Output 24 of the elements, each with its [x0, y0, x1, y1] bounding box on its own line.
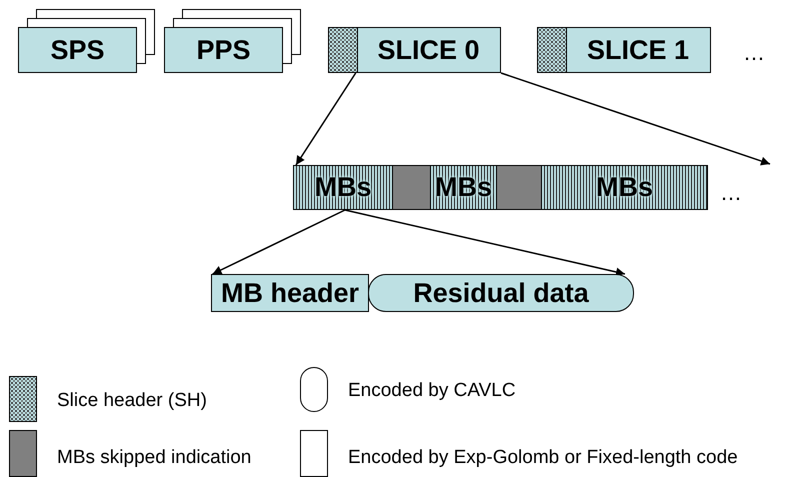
legend-text: Encoded by CAVLC: [348, 380, 516, 402]
arrow: [500, 72, 770, 166]
ellipsis: …: [720, 180, 742, 206]
rounded-box: [368, 274, 634, 312]
legend-text: Slice header (SH): [57, 390, 207, 412]
slice-box: [328, 27, 501, 73]
box-label: Residual data: [413, 278, 589, 308]
slice-box: [537, 27, 711, 73]
skipped-block: [392, 165, 431, 210]
legend-text: Encoded by Exp-Golomb or Fixed-length code: [348, 447, 738, 469]
arrow: [295, 72, 356, 166]
legend-text: MBs skipped indication: [57, 447, 252, 469]
box-label: SPS: [50, 34, 105, 66]
arrow: [344, 209, 626, 276]
box-label: SLICE 0: [377, 34, 480, 66]
skipped-block: [496, 165, 542, 210]
process-box: [164, 27, 283, 73]
box-label: MB header: [220, 278, 360, 308]
box-label: SLICE 1: [586, 34, 690, 66]
process-box: [211, 274, 369, 312]
process-box: [18, 27, 137, 73]
ellipsis: …: [743, 40, 765, 66]
arrow: [212, 209, 346, 275]
box-label: PPS: [196, 34, 251, 66]
